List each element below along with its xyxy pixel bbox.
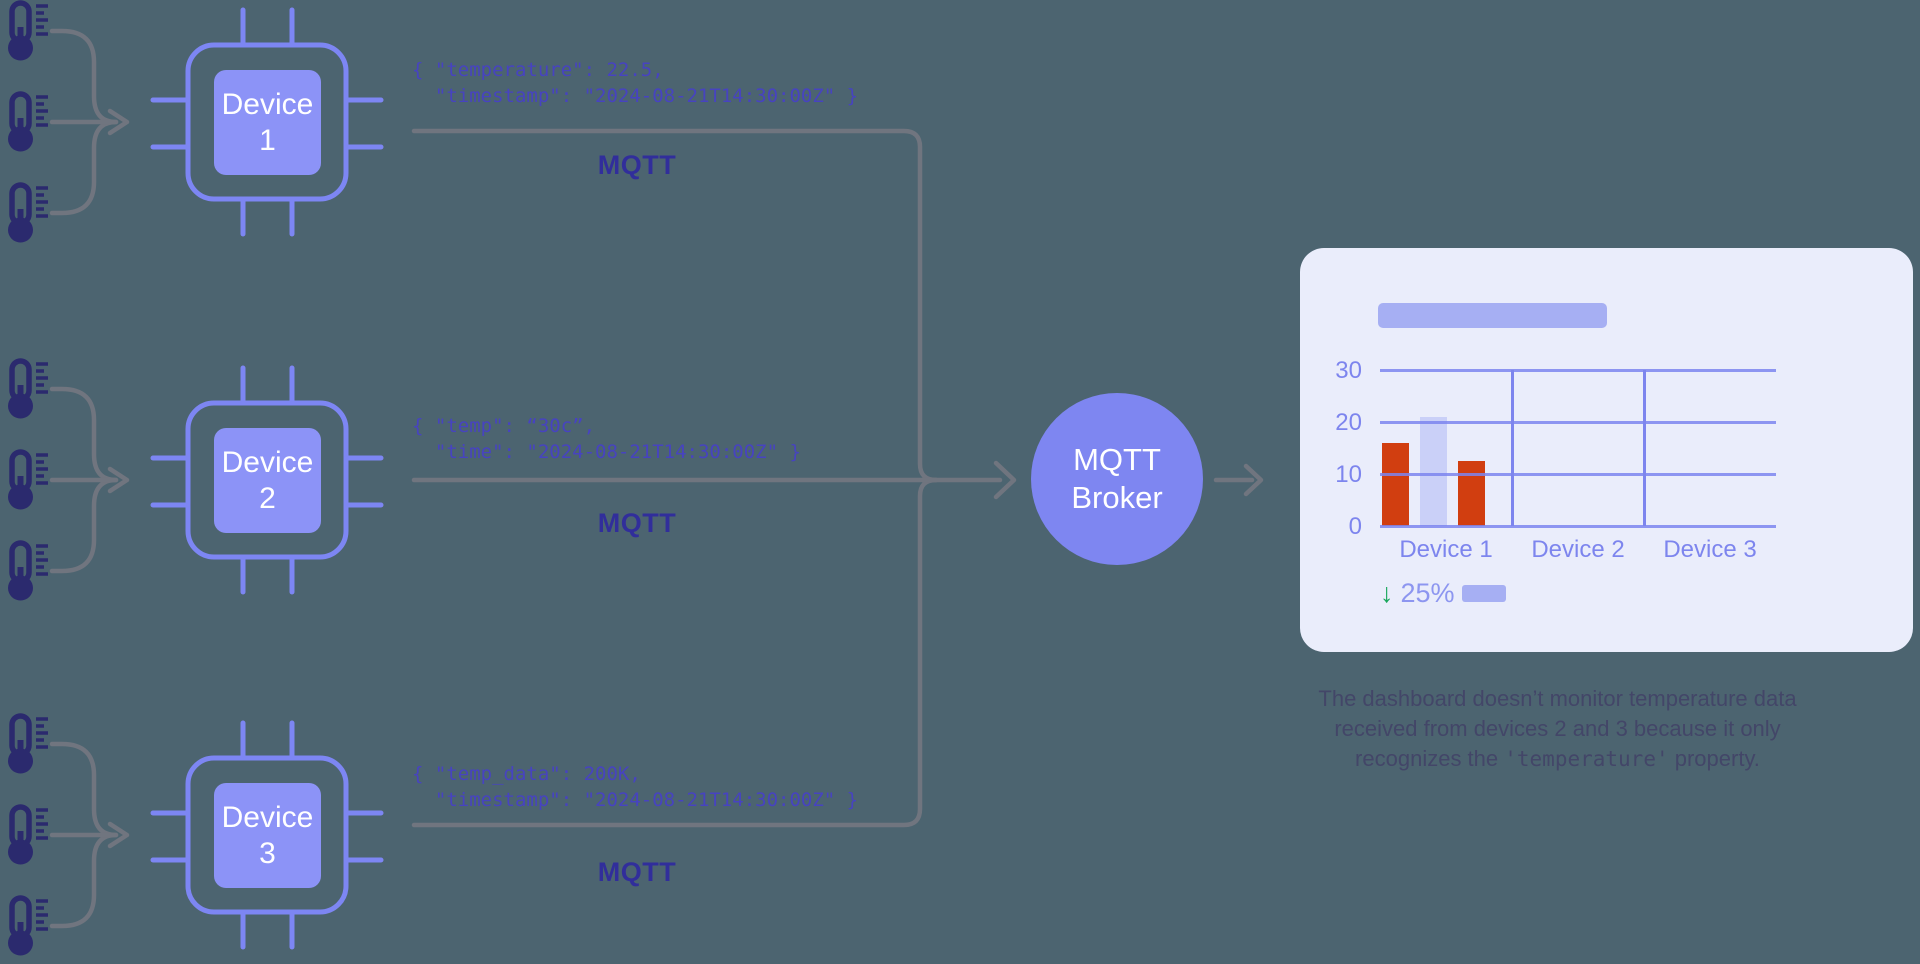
ytick-label: 30 [1335,357,1362,384]
thermometer-icon [8,839,33,865]
payload-line: "time": "2024-08-21T14:30:00Z" } [412,441,801,463]
trend-down-icon: ↓ [1380,578,1394,608]
thermometer-icon [17,27,24,42]
payload-device-3: { "temp_data": 200K, "timestamp": "2024-… [412,761,858,813]
mqtt-broker-node: MQTT Broker [1031,393,1203,565]
arrowhead-icon [1243,463,1264,497]
gridline [1380,420,1776,424]
payload-device-1: { "temperature": 22.5, "timestamp": "202… [412,57,858,109]
ytick-label: 10 [1335,461,1362,488]
payload-line: { "temp": “30c”, [412,415,596,437]
thermometer-icon [17,118,24,133]
thermometer-icon [8,748,33,774]
protocol-label-1: MQTT [597,150,677,180]
chart-bar [1382,442,1409,526]
chart-plot [1380,368,1776,528]
caption-text: property. [1668,746,1760,771]
arrowhead-icon [993,460,1017,500]
thermometer-icon [17,385,24,400]
thermometer-icon [17,831,24,846]
sensor-connector [49,28,119,125]
payload-line: "timestamp": "2024-08-21T14:30:00Z" } [412,789,859,811]
chip-label-line: 2 [259,481,276,515]
chip-label-line: 3 [259,836,276,870]
ytick-label: 0 [1348,513,1362,540]
chip-body [214,428,321,533]
chip-label-line: Device [221,87,314,121]
thermometer-icon [17,567,24,582]
arrowhead-icon [107,821,130,849]
thermometer-icon [17,209,24,224]
arrowhead-icon [107,108,130,136]
chip-label-line: Device [221,800,314,834]
trend-stat: ↓ 25% [1380,578,1506,609]
thermometer-icon [8,575,33,601]
caption: The dashboard doesn’t monitor temperatur… [1285,684,1830,774]
protocol-label-3: MQTT [597,857,677,887]
stat-placeholder [1461,585,1506,602]
gridline [1380,368,1776,372]
gridline [1380,524,1776,528]
gridline [1380,472,1776,476]
section-divider [1642,370,1646,526]
chip-label-device-3: Device 3 [214,783,321,888]
xtick-label: Device 2 [1531,536,1625,563]
chip-label-device-1: Device 1 [214,70,321,175]
sensor-connector [49,119,119,216]
thermometer-icon [8,126,33,152]
payload-line: "timestamp": "2024-08-21T14:30:00Z" } [412,85,859,107]
caption-code: 'temperature' [1504,747,1669,771]
xtick-label: Device 1 [1399,536,1493,563]
chart-title-placeholder [1378,303,1607,328]
thermometer-icon [8,35,33,61]
chart-bar [1458,461,1485,526]
protocol-label-2: MQTT [597,508,677,538]
sensor-connector [49,832,119,929]
chip-label-line: 1 [259,123,276,157]
thermometer-icon [8,930,33,956]
chip-body [214,70,321,175]
thermometer-icon [17,740,24,755]
thermometer-icon [8,217,33,243]
chip-label-device-2: Device 2 [214,428,321,533]
broker-label-line: Broker [1071,480,1163,515]
sensor-connector [49,741,119,838]
chip-label-line: Device [221,445,314,479]
chip-outline [185,400,349,560]
chip-outline [185,755,349,915]
payload-device-2: { "temp": “30c”, "time": "2024-08-21T14:… [412,413,801,465]
caption-text: The dashboard doesn’t monitor temperatur… [1318,686,1797,771]
chip-body [214,783,321,888]
arrowhead-icon [107,466,130,494]
thermometer-icon [8,484,33,510]
trend-value: 25% [1400,578,1455,608]
sensor-connector [49,386,119,483]
section-divider [1510,370,1514,526]
dashboard-card: 0 10 20 30 Device 1 Device 2 Device 3 ↓ 25% [1300,248,1913,652]
thermometer-icon [8,393,33,419]
payload-line: { "temperature": 22.5, [412,59,664,81]
thermometer-icon [17,922,24,937]
chart-bar [1420,416,1447,526]
payload-line: { "temp_data": 200K, [412,763,641,785]
ytick-label: 20 [1335,409,1362,436]
xtick-label: Device 3 [1663,536,1757,563]
chip-outline [185,42,349,202]
broker-label-line: MQTT [1073,442,1161,477]
thermometer-icon [17,476,24,491]
sensor-connector [49,477,119,574]
